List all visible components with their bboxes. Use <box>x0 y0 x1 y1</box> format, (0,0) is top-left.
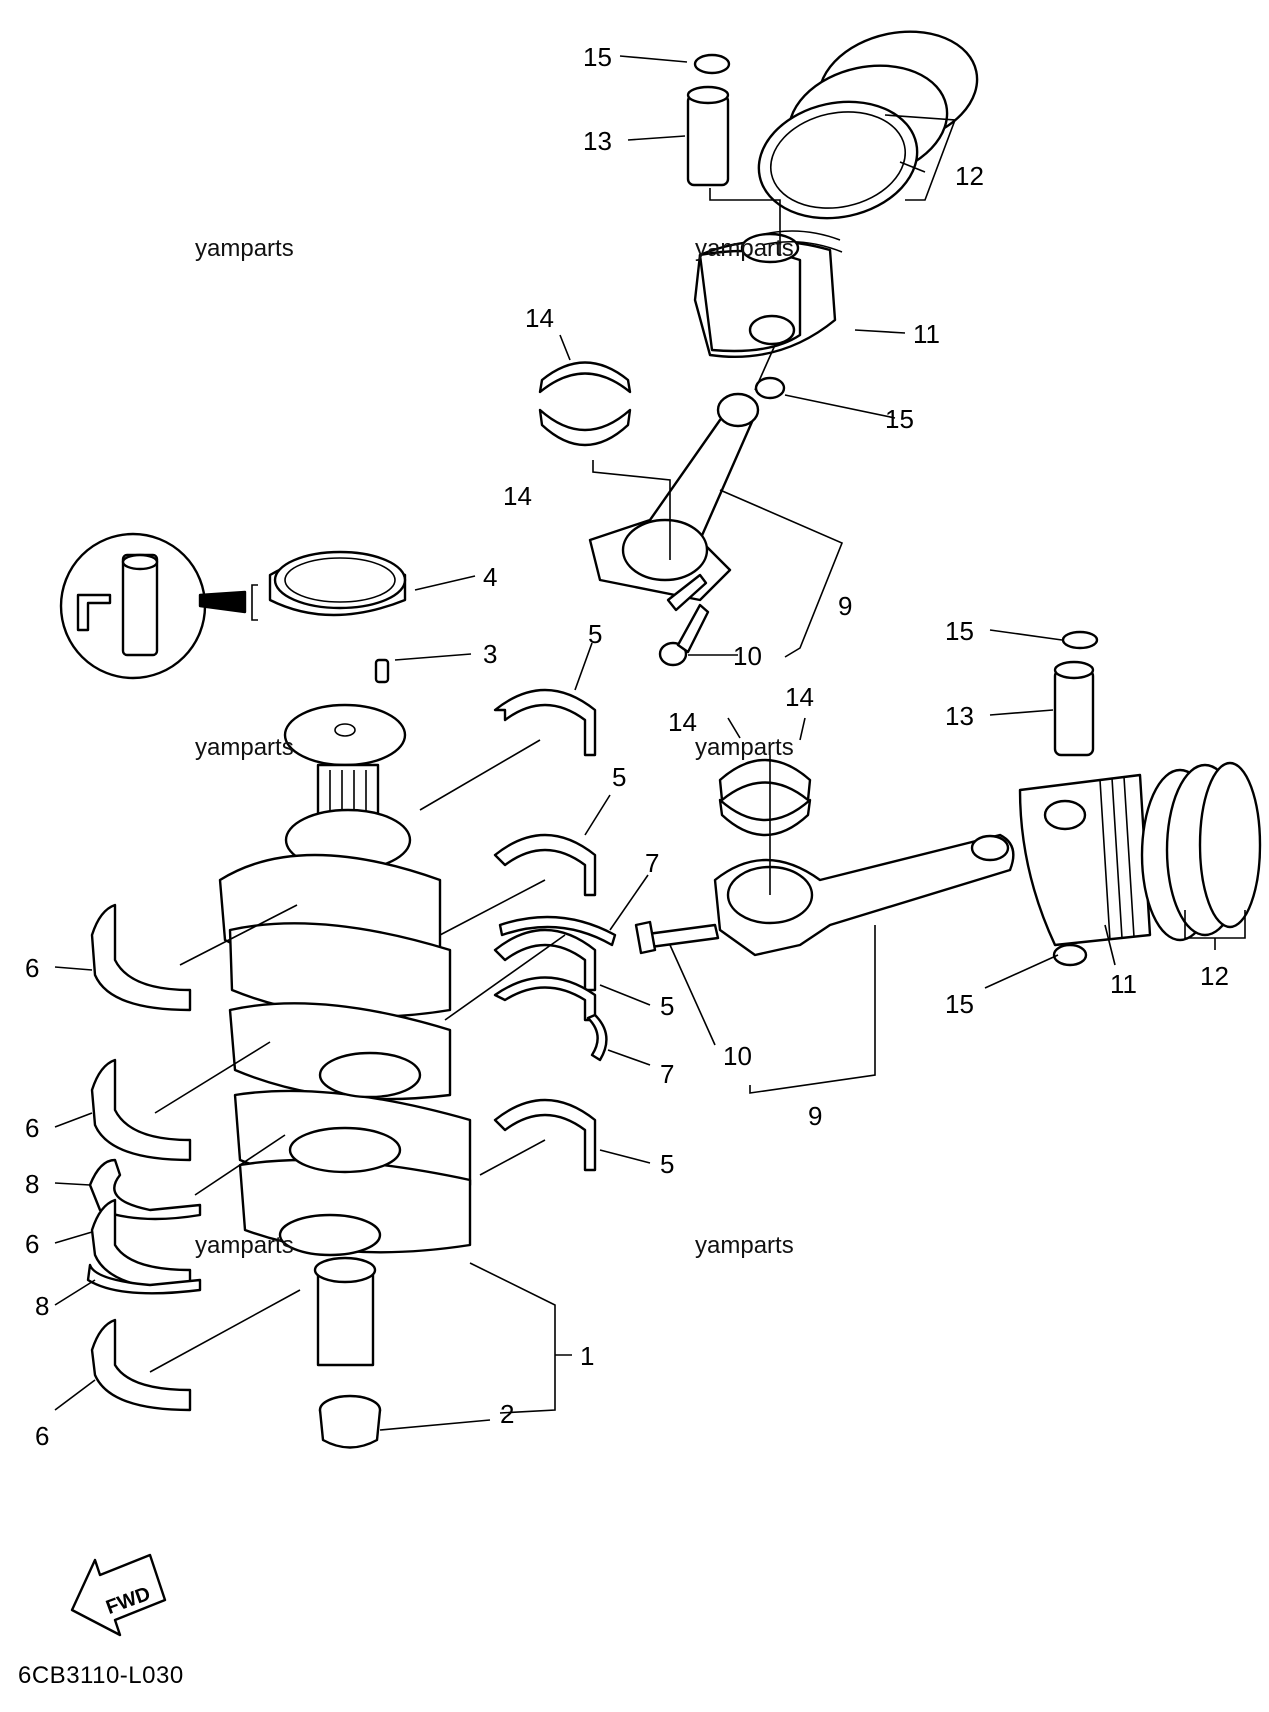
dowel-pin <box>374 658 390 684</box>
main-bearing-4 <box>493 1098 597 1172</box>
rod-bolt-upper <box>658 573 710 667</box>
callout-2: 2 <box>500 1399 514 1429</box>
callout-11: 11 <box>1110 969 1137 999</box>
callout-8: 8 <box>25 1169 39 1199</box>
piston-pin-upper <box>686 85 730 187</box>
callout-14: 14 <box>668 707 697 737</box>
circlip-lower-bottom <box>1052 943 1088 967</box>
callout-14: 14 <box>785 682 814 712</box>
bearing-shells-lower <box>718 758 812 837</box>
circlip-upper-top <box>693 53 731 75</box>
oil-seal-detail-inset <box>59 532 258 680</box>
crank-bearing-b <box>90 1058 192 1162</box>
callout-15: 15 <box>945 616 974 646</box>
watermark-text: yamparts <box>195 734 294 761</box>
callout-7: 7 <box>645 848 659 878</box>
callout-4: 4 <box>483 562 497 592</box>
callout-11: 11 <box>913 319 940 349</box>
callout-9: 9 <box>808 1101 822 1131</box>
crankshaft <box>218 703 472 1367</box>
callout-14: 14 <box>503 481 532 511</box>
callout-15: 15 <box>945 989 974 1019</box>
watermark-text: yamparts <box>695 1232 794 1259</box>
main-bearing-3 <box>493 928 597 1022</box>
thrust-ring-8a <box>88 1158 202 1221</box>
piston-upper <box>693 230 843 359</box>
thrust-ring-8b <box>86 1263 202 1295</box>
rod-bolt-lower <box>634 920 720 955</box>
connecting-rod-lower <box>713 833 1015 957</box>
watermark-text: yamparts <box>195 1232 294 1259</box>
callout-10: 10 <box>733 641 762 671</box>
main-bearing-2 <box>493 833 597 897</box>
callout-14: 14 <box>525 303 554 333</box>
callout-6: 6 <box>25 1229 39 1259</box>
watermark-text: yamparts <box>695 734 794 761</box>
circlip-upper-bottom <box>754 376 786 400</box>
crank-bearing-d <box>90 1318 192 1412</box>
callout-5: 5 <box>660 991 674 1021</box>
callout-10: 10 <box>723 1041 752 1071</box>
callout-12: 12 <box>955 161 984 191</box>
oil-seal <box>268 550 407 617</box>
piston-pin-lower <box>1053 660 1095 757</box>
callout-5: 5 <box>588 619 602 649</box>
crank-bearing-c <box>90 1198 192 1292</box>
piston-rings-upper <box>757 30 979 220</box>
callout-9: 9 <box>838 591 852 621</box>
bearing-shells-upper <box>538 361 632 447</box>
crank-gear <box>318 1394 382 1449</box>
callout-15: 15 <box>583 42 612 72</box>
circlip-lower-top <box>1061 630 1099 650</box>
callout-5: 5 <box>660 1149 674 1179</box>
main-bearing-1 <box>493 688 597 757</box>
callout-15: 15 <box>885 404 914 434</box>
callout-6: 6 <box>25 953 39 983</box>
callout-labels: 15 13 12 11 14 15 14 4 9 5 3 10 15 14 13… <box>25 42 1229 1451</box>
callout-12: 12 <box>1200 961 1229 991</box>
callout-8: 8 <box>35 1291 49 1321</box>
fwd-arrow-icon: FWD <box>70 1553 167 1637</box>
piston-lower <box>1018 773 1152 947</box>
callout-3: 3 <box>483 639 497 669</box>
watermark-text: yamparts <box>195 235 294 262</box>
thrust-washers-7 <box>498 915 617 1062</box>
callout-13: 13 <box>583 126 612 156</box>
crank-bearing-a <box>90 903 192 1012</box>
callout-5: 5 <box>612 762 626 792</box>
leader-lines <box>54 55 1246 1431</box>
callout-1: 1 <box>580 1341 594 1371</box>
watermarks: yamparts yamparts yamparts yamparts yamp… <box>195 235 794 1259</box>
callout-13: 13 <box>945 701 974 731</box>
callout-6: 6 <box>25 1113 39 1143</box>
callout-7: 7 <box>660 1059 674 1089</box>
piston-rings-lower <box>1140 761 1262 942</box>
diagram-code: 6CB3110-L030 <box>18 1662 184 1689</box>
connecting-rod-upper <box>588 392 760 602</box>
watermark-text: yamparts <box>695 235 794 262</box>
callout-6: 6 <box>35 1421 49 1451</box>
